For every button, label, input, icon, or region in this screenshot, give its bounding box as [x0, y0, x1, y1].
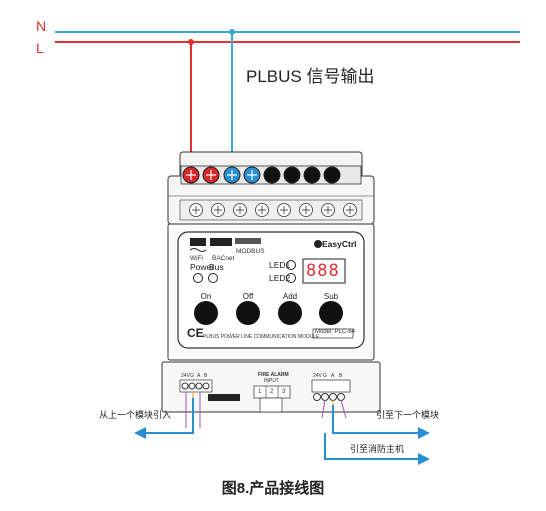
wave-icon [189, 248, 207, 252]
arrow-to-fire-host [324, 433, 430, 465]
bottom-right-terminals [311, 379, 351, 401]
terminal-bus-3 [303, 166, 321, 184]
l-junction-dot [188, 39, 194, 45]
logo-text-modbus: MODBUS [236, 248, 265, 255]
figure-caption: 图8.产品接线图 [221, 480, 325, 497]
right-terminal-label-24v: 24V [313, 373, 322, 379]
display-value: 888 [306, 261, 340, 281]
add-button-label: Add [282, 292, 298, 301]
off-button-label: Off [242, 292, 254, 301]
left-terminal-label-g: G [190, 373, 194, 379]
terminal-bus-2 [283, 166, 301, 184]
led1-label: LED1 [269, 260, 291, 270]
fire-alarm-title: FIRE ALARM [258, 372, 289, 378]
bus-label: Bus [209, 262, 224, 272]
power-label: Power [190, 262, 215, 272]
add-button[interactable] [278, 301, 302, 325]
sub-button[interactable] [319, 301, 343, 325]
n-junction-dot [229, 29, 235, 35]
led1-indicator [286, 260, 296, 270]
n-line-label: N [36, 18, 47, 34]
right-terminal-label-g: G [323, 373, 327, 379]
power-indicator [193, 273, 203, 283]
left-terminal-label-a: A [197, 373, 201, 379]
led2-label: LED2 [269, 273, 291, 283]
from-previous-module-label: 从上一个模块引入 [99, 410, 172, 420]
fire-alarm-pin-2: 2 [270, 389, 274, 395]
to-next-module-label: 引至下一个模块 [376, 410, 440, 420]
off-button[interactable] [236, 301, 260, 325]
screw-terminal-row [179, 199, 363, 221]
logo-text-bacnet: BACnet [212, 255, 235, 262]
on-button-label: On [200, 292, 212, 301]
terminal-bus-1 [263, 166, 281, 184]
logo-text-wifi: WiFi [190, 255, 203, 262]
fire-alarm-terminal [253, 385, 291, 413]
right-terminal-label-b: B [339, 373, 343, 379]
wifi-logo [190, 238, 206, 246]
sub-button-label: Sub [323, 292, 339, 301]
right-terminal-label-a: A [331, 373, 335, 379]
arrow-from-previous [134, 398, 194, 439]
arrow-to-next [332, 405, 430, 439]
module-footer-text: PLBUS POWER LINE COMMUNICATION MODULE [203, 334, 320, 340]
fire-alarm-pin-1: 1 [258, 389, 262, 395]
bottom-left-terminals [179, 379, 240, 401]
model-label: Model: PLC-64 [315, 329, 356, 335]
top-terminal-block [180, 165, 362, 185]
plbus-signal-label: PLBUS 信号输出 [246, 67, 375, 86]
model-box [312, 328, 354, 339]
ce-mark: CE [187, 326, 204, 340]
l-line-label: L [36, 40, 44, 56]
fire-alarm-pin-3: 3 [282, 389, 286, 395]
bacnet-logo [210, 238, 232, 246]
brand-label: EasyCtrl [322, 239, 357, 249]
modbus-logo [235, 238, 261, 244]
terminal-bus-4 [323, 166, 341, 184]
led2-indicator [286, 273, 296, 283]
to-fire-host-label: 引至消防主机 [350, 444, 405, 454]
on-button[interactable] [194, 301, 218, 325]
easyctrl-logo-icon [314, 240, 322, 248]
logo-strip [189, 238, 322, 252]
fire-alarm-subtitle: INPUT [264, 378, 279, 384]
seven-segment-display [302, 258, 346, 284]
left-terminal-label-24v: 24V [181, 373, 190, 379]
left-terminal-label-b: B [204, 373, 208, 379]
bus-indicator [208, 273, 218, 283]
